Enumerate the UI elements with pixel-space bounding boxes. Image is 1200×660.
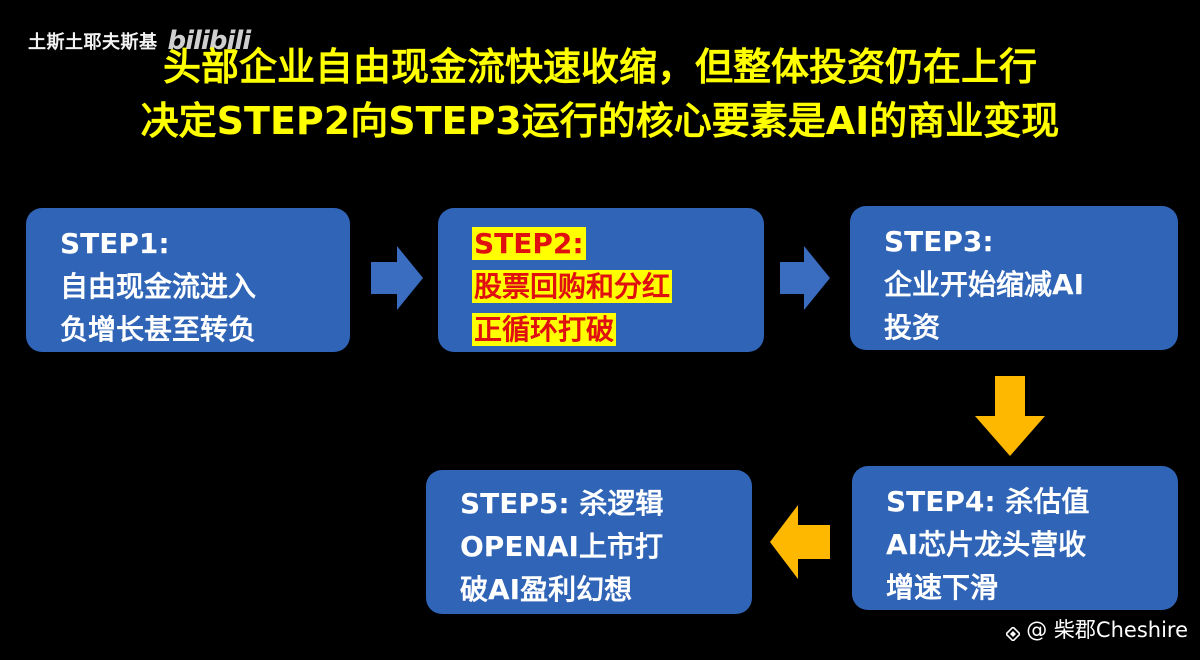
step-5-text-2: 破AI盈利幻想 (460, 573, 633, 606)
step-2-label: STEP2: (472, 227, 586, 260)
arrow-right-icon (371, 246, 423, 310)
arrow-down-icon (975, 376, 1045, 456)
step-1-text-1: 自由现金流进入 (60, 270, 257, 303)
title-line-1: 头部企业自由现金流快速收缩，但整体投资仍在上行 (162, 45, 1037, 89)
step-5-label: STEP5: 杀逻辑 (460, 487, 664, 520)
step-4-box: STEP4: 杀估值 AI芯片龙头营收 增速下滑 (852, 466, 1178, 610)
arrow-right-icon (780, 246, 830, 310)
step-2-text-2: 正循环打破 (472, 313, 617, 346)
author-credit-text: @ 柴郡Cheshire (1026, 618, 1188, 642)
bilibili-logo: bilibili (167, 26, 252, 56)
step-1-text-2: 负增长甚至转负 (60, 313, 257, 346)
channel-watermark: 土斯土耶夫斯基 bilibili (28, 26, 252, 56)
step-2-box: STEP2: 股票回购和分红 正循环打破 (438, 208, 764, 352)
step-5-text-1: OPENAI上市打 (460, 530, 663, 563)
step-3-text-1: 企业开始缩减AI (884, 268, 1085, 301)
author-credit: @ 柴郡Cheshire (1005, 614, 1188, 644)
step-2-text-1: 股票回购和分红 (472, 270, 673, 303)
step-3-box: STEP3: 企业开始缩减AI 投资 (850, 206, 1178, 350)
channel-name: 土斯土耶夫斯基 (28, 32, 158, 53)
step-1-box: STEP1: 自由现金流进入 负增长甚至转负 (26, 208, 350, 352)
step-3-label: STEP3: (884, 225, 994, 258)
step-4-label: STEP4: 杀估值 (886, 485, 1090, 518)
title-line-2: 决定STEP2向STEP3运行的核心要素是AI的商业变现 (140, 99, 1060, 143)
step-1-label: STEP1: (60, 227, 170, 260)
step-5-box: STEP5: 杀逻辑 OPENAI上市打 破AI盈利幻想 (426, 470, 752, 614)
step-3-text-2: 投资 (884, 311, 941, 344)
step-4-text-2: 增速下滑 (886, 571, 999, 604)
step-4-text-1: AI芯片龙头营收 (886, 528, 1087, 561)
diamond-icon (1005, 622, 1022, 643)
arrow-left-icon (770, 505, 830, 579)
